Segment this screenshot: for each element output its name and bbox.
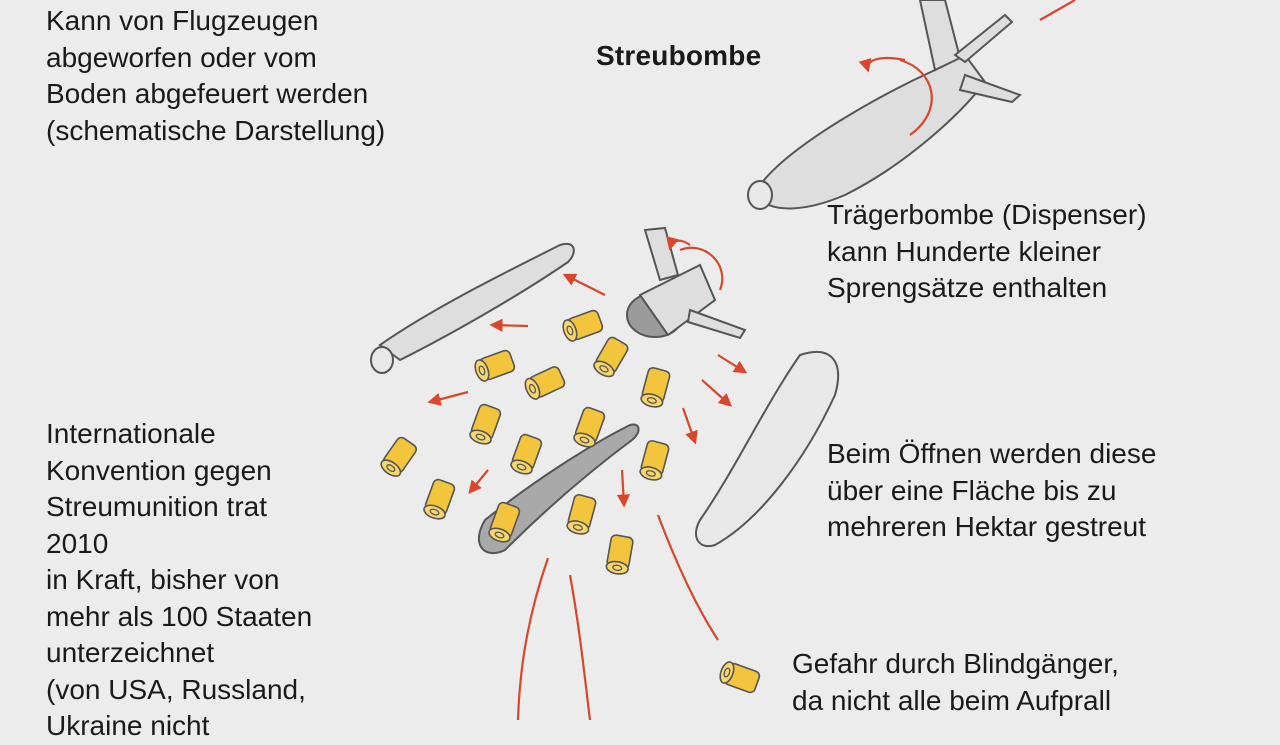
convention-line: Ukraine nicht — [46, 710, 210, 741]
dispenser-caption: Trägerbombe (Dispenser) kann Hunderte kl… — [827, 197, 1147, 307]
intro-line: abgeworfen oder vom — [46, 41, 317, 73]
intro-text: Kann von Flugzeugen abgeworfen oder vom … — [46, 3, 385, 149]
convention-line: 2010 — [46, 527, 109, 559]
spread-line: mehreren Hektar gestreut — [827, 511, 1147, 542]
cluster-bomb-illustration — [370, 0, 1076, 720]
shell-fragment-right — [695, 350, 840, 548]
dud-caption: Gefahr durch Blindgänger, da nicht alle … — [792, 646, 1119, 719]
convention-line: mehr als 100 Staaten — [46, 600, 313, 632]
spread-line: über eine Fläche bis zu — [827, 474, 1117, 506]
bomblets — [377, 308, 762, 695]
scatter-arrows — [427, 273, 748, 720]
dispenser-line: kann Hunderte kleiner — [827, 235, 1101, 267]
page-title: Streubombe — [596, 40, 762, 71]
convention-caption: Internationale Konvention gegen Streumun… — [46, 416, 312, 745]
shell-fragment-left — [370, 242, 575, 374]
dispenser-line: Trägerbombe (Dispenser) — [827, 199, 1147, 230]
convention-line: Konvention gegen — [46, 454, 272, 486]
convention-line: in Kraft, bisher von — [46, 564, 280, 595]
convention-line: (von USA, Russland, — [46, 673, 306, 705]
intro-line: Kann von Flugzeugen — [46, 5, 319, 36]
dispenser-line: Sprengsätze enthalten — [827, 272, 1108, 303]
dud-line: Gefahr durch Blindgänger, — [792, 648, 1119, 679]
convention-line: Internationale — [46, 418, 216, 449]
convention-line: Streumunition trat — [46, 491, 267, 522]
intro-line: (schematische Darstellung) — [46, 114, 386, 146]
dud-line: da nicht alle beim Aufprall — [792, 684, 1112, 716]
spread-caption: Beim Öffnen werden diese über eine Fläch… — [827, 436, 1156, 546]
spread-line: Beim Öffnen werden diese — [827, 438, 1157, 469]
inner-shell — [478, 423, 640, 555]
dispenser-bomb — [747, 0, 1076, 210]
convention-line: unterzeichnet — [46, 637, 215, 668]
intro-line: Boden abgefeuert werden — [46, 78, 369, 109]
tail-section — [626, 226, 747, 340]
